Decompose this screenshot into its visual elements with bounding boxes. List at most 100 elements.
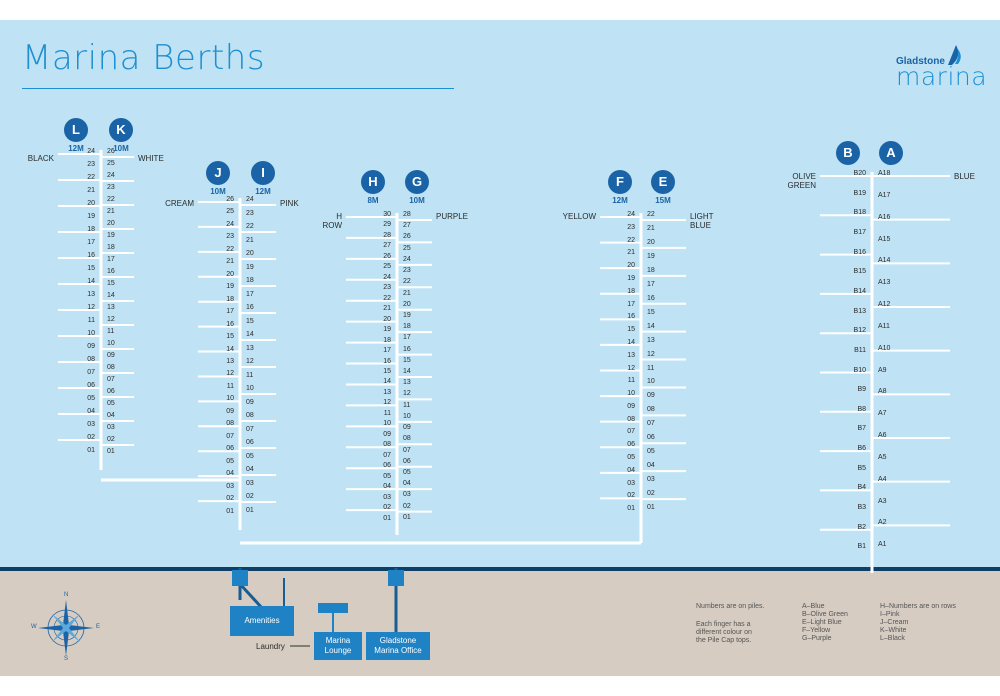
marina-office-building[interactable]: Gladstone Marina Office: [366, 632, 430, 660]
pile-I-22: 22: [246, 223, 254, 230]
pile-A-A14: A14: [878, 257, 891, 265]
marina-lounge-building[interactable]: Marina Lounge: [314, 632, 362, 660]
arm-badge-L[interactable]: L: [64, 118, 88, 142]
pile-B-B7: B7: [857, 425, 866, 433]
pile-G-18: 18: [403, 323, 411, 331]
arm-badge-J[interactable]: J: [206, 161, 230, 185]
pile-A-A15: A15: [878, 235, 891, 243]
pile-H-05: 05: [383, 472, 391, 480]
pile-J-19: 19: [226, 283, 234, 291]
pile-I-10: 10: [246, 385, 254, 392]
pile-L-19: 19: [87, 213, 95, 220]
arm-colour-B: OLIVE GREEN: [787, 172, 816, 190]
shore-structures: [38, 568, 404, 656]
pile-J-04: 04: [226, 470, 234, 478]
pile-L-23: 23: [87, 161, 95, 168]
arm-colour-H: H ROW: [322, 212, 342, 230]
pile-J-26: 26: [226, 196, 234, 203]
pile-H-14: 14: [383, 378, 391, 386]
compass-e: E: [96, 624, 101, 630]
pile-A-A6: A6: [878, 432, 887, 439]
arm-badge-B[interactable]: B: [836, 141, 860, 165]
pile-G-15: 15: [403, 356, 411, 364]
pile-F-03: 03: [627, 479, 635, 487]
arm-badge-G[interactable]: G: [405, 170, 429, 194]
logo-small-text: Gladstone: [896, 56, 945, 67]
pile-J-21: 21: [226, 258, 234, 266]
pile-I-18: 18: [246, 277, 254, 284]
pile-B-B6: B6: [857, 445, 866, 453]
pile-F-19: 19: [627, 274, 635, 282]
arm-badge-K[interactable]: K: [109, 118, 133, 142]
arm-colour-L: BLACK: [27, 154, 54, 163]
pile-A-A7: A7: [878, 410, 887, 418]
pile-I-02: 02: [246, 493, 254, 500]
pile-H-06: 06: [383, 462, 391, 470]
pile-F-17: 17: [627, 300, 635, 308]
pile-J-01: 01: [226, 507, 234, 515]
pile-F-08: 08: [627, 415, 635, 423]
amenities-building[interactable]: Amenities: [230, 606, 294, 636]
arm-badge-A[interactable]: A: [879, 141, 903, 165]
pile-A-A9: A9: [878, 366, 887, 374]
pile-B-B16: B16: [853, 248, 866, 256]
pile-E-11: 11: [647, 364, 655, 372]
arm-badge-F[interactable]: F: [608, 170, 632, 194]
pile-G-02: 02: [403, 502, 411, 510]
pile-G-06: 06: [403, 457, 411, 465]
pile-H-02: 02: [383, 504, 391, 512]
pile-J-20: 20: [226, 270, 234, 278]
pile-G-19: 19: [403, 311, 411, 319]
sail-icon: [948, 45, 961, 65]
note-piles: Numbers are on piles.: [696, 603, 765, 610]
pile-F-18: 18: [627, 287, 635, 295]
pile-I-09: 09: [246, 398, 254, 406]
pile-G-21: 21: [403, 289, 411, 297]
pile-K-26: 26: [107, 148, 115, 155]
pile-F-13: 13: [627, 351, 635, 359]
pile-H-12: 12: [383, 399, 391, 407]
pile-B-B15: B15: [853, 268, 866, 276]
pile-H-27: 27: [383, 242, 391, 250]
pile-L-12: 12: [87, 304, 95, 311]
pile-K-12: 12: [107, 316, 115, 323]
pile-E-03: 03: [647, 476, 655, 484]
pile-F-15: 15: [627, 326, 635, 334]
pile-E-22: 22: [647, 211, 655, 218]
pile-L-08: 08: [87, 356, 95, 363]
pile-K-09: 09: [107, 352, 115, 359]
pontoons: [58, 150, 950, 573]
pile-E-02: 02: [647, 490, 655, 498]
pile-B-B9: B9: [857, 386, 866, 394]
compass-w: W: [31, 624, 37, 630]
pile-H-03: 03: [383, 493, 391, 501]
pile-J-05: 05: [226, 457, 234, 465]
arm-badge-E[interactable]: E: [651, 170, 675, 194]
pile-L-04: 04: [87, 408, 95, 415]
pile-F-22: 22: [627, 236, 635, 244]
title-underline: [22, 88, 454, 89]
pile-H-10: 10: [383, 420, 391, 428]
pile-J-25: 25: [226, 208, 234, 216]
pile-L-21: 21: [87, 187, 95, 194]
pile-B-B8: B8: [857, 405, 866, 413]
pile-H-29: 29: [383, 221, 391, 229]
pile-A-A2: A2: [878, 519, 887, 527]
pile-E-14: 14: [647, 322, 655, 330]
pile-E-13: 13: [647, 336, 655, 344]
pile-E-10: 10: [647, 378, 655, 386]
pile-H-01: 01: [383, 514, 391, 522]
pile-K-25: 25: [107, 160, 115, 167]
pile-J-18: 18: [226, 295, 234, 303]
pile-H-13: 13: [383, 388, 391, 396]
pile-K-17: 17: [107, 256, 115, 263]
pile-I-13: 13: [246, 344, 254, 352]
pile-L-18: 18: [87, 226, 95, 233]
arm-badge-I[interactable]: I: [251, 161, 275, 185]
pile-F-14: 14: [627, 338, 635, 346]
pile-B-B3: B3: [857, 504, 866, 512]
pile-E-09: 09: [647, 392, 655, 400]
pile-H-19: 19: [383, 326, 391, 334]
arm-badge-H[interactable]: H: [361, 170, 385, 194]
arm-length-J: 10M: [210, 187, 226, 196]
